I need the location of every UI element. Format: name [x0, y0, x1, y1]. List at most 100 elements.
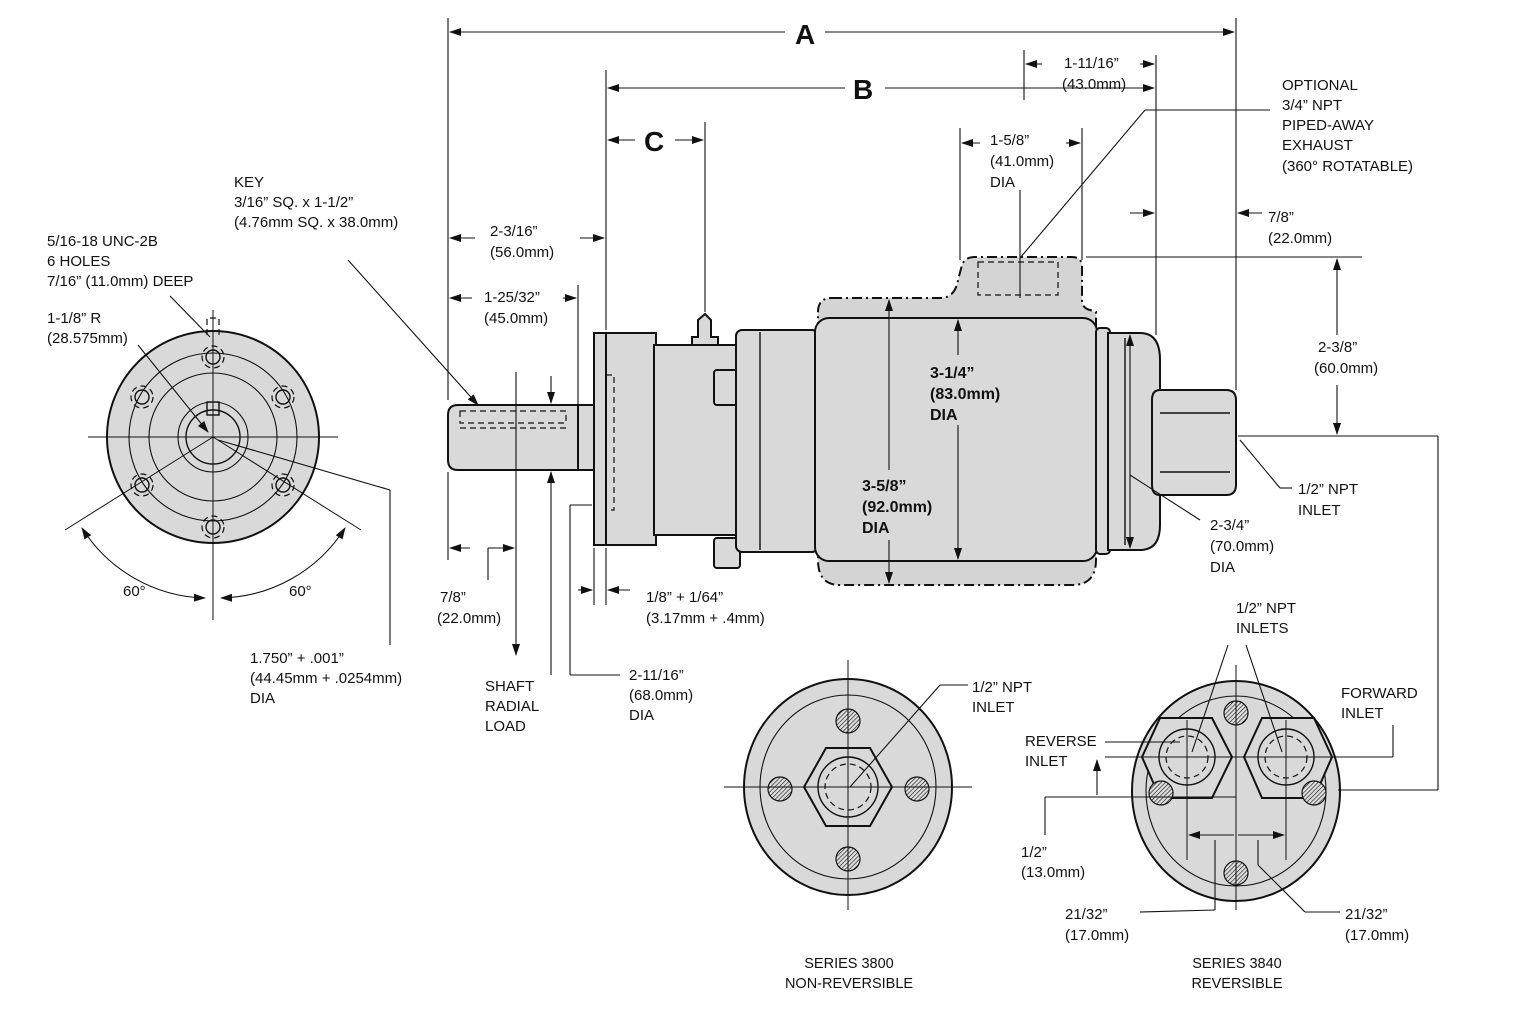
svg-text:2-11/16”: 2-11/16” [629, 667, 684, 684]
svg-text:SERIES 3840: SERIES 3840 [1192, 956, 1281, 972]
svg-text:3-5/8”: 3-5/8” [862, 478, 906, 495]
motor-body [814, 317, 1098, 562]
svg-text:INLET: INLET [1341, 705, 1384, 722]
exhaust-dia-callout: 1-5/8” (41.0mm) DIA [990, 132, 1054, 191]
svg-text:1/2” NPT: 1/2” NPT [1236, 600, 1296, 617]
shaft-key [459, 410, 567, 424]
svg-text:(13.0mm): (13.0mm) [1021, 864, 1085, 881]
series-3840-caption: SERIES 3840 REVERSIBLE [1191, 956, 1282, 992]
svg-text:DIA: DIA [250, 690, 275, 707]
grease-fitting [691, 312, 719, 346]
svg-text:DIA: DIA [1210, 559, 1235, 576]
svg-text:1-25/32”: 1-25/32” [484, 289, 540, 306]
svg-text:DIA: DIA [930, 407, 958, 424]
svg-text:(60.0mm): (60.0mm) [1314, 360, 1378, 377]
svg-text:1-1/8” R: 1-1/8” R [47, 310, 101, 327]
svg-text:1/2” NPT: 1/2” NPT [972, 679, 1032, 696]
svg-text:(70.0mm): (70.0mm) [1210, 538, 1274, 555]
output-shaft [447, 404, 579, 471]
svg-text:2-3/8”: 2-3/8” [1318, 339, 1357, 356]
dim-7-8-shaft: 7/8” (22.0mm) [437, 589, 501, 627]
body-dia-3-1-4: 3-1/4” (83.0mm) DIA [930, 365, 1000, 424]
dim-1-25-32: 1-25/32” (45.0mm) [484, 289, 548, 327]
series-3840-view [1105, 665, 1360, 910]
svg-text:(41.0mm): (41.0mm) [990, 153, 1054, 170]
svg-text:(4.76mm SQ. x 38.0mm): (4.76mm SQ. x 38.0mm) [234, 214, 398, 231]
svg-text:INLET: INLET [972, 699, 1015, 716]
inlet-offset-callout: 1/2” (13.0mm) [1021, 844, 1085, 881]
dim-A-label: A [795, 19, 815, 50]
svg-text:3/16” SQ. x 1-1/2”: 3/16” SQ. x 1-1/2” [234, 194, 353, 211]
shaft-radial-load-callout: SHAFT RADIAL LOAD [485, 678, 539, 735]
svg-text:21/32”: 21/32” [1065, 906, 1108, 923]
svg-text:3-1/4”: 3-1/4” [930, 365, 974, 382]
svg-text:5/16-18 UNC-2B: 5/16-18 UNC-2B [47, 233, 158, 250]
flange-end-view [64, 310, 362, 620]
svg-text:2-3/16”: 2-3/16” [490, 223, 538, 240]
svg-text:(22.0mm): (22.0mm) [437, 610, 501, 627]
svg-text:INLET: INLET [1298, 502, 1341, 519]
optional-exhaust-callout: OPTIONAL 3/4” NPT PIPED-AWAY EXHAUST (36… [1282, 77, 1413, 175]
svg-text:(44.45mm + .0254mm): (44.45mm + .0254mm) [250, 670, 402, 687]
labels: A B C KEY 3/16” SQ. x 1-1/2” (4.76mm SQ.… [47, 19, 1418, 992]
tapped-holes-callout: 5/16-18 UNC-2B 6 HOLES 7/16” (11.0mm) DE… [47, 233, 193, 290]
housing-collar [735, 329, 819, 553]
svg-text:REVERSIBLE: REVERSIBLE [1191, 976, 1282, 992]
svg-text:EXHAUST: EXHAUST [1282, 137, 1353, 154]
inlet-fitting [1151, 389, 1237, 496]
svg-text:DIA: DIA [862, 520, 890, 537]
svg-text:(360° ROTATABLE): (360° ROTATABLE) [1282, 158, 1413, 175]
inlet-spacing-left-callout: 21/32” (17.0mm) [1065, 906, 1129, 944]
svg-text:21/32”: 21/32” [1345, 906, 1388, 923]
shaft-dia-callout: 1.750” + .001” (44.45mm + .0254mm) DIA [250, 650, 402, 707]
svg-text:(43.0mm): (43.0mm) [1062, 76, 1126, 93]
svg-text:SHAFT: SHAFT [485, 678, 534, 695]
body-dia-3-5-8: 3-5/8” (92.0mm) DIA [862, 478, 932, 537]
svg-text:(56.0mm): (56.0mm) [490, 244, 554, 261]
svg-text:SERIES 3800: SERIES 3800 [804, 956, 893, 972]
svg-text:PIPED-AWAY: PIPED-AWAY [1282, 117, 1374, 134]
inlet-3800-callout: 1/2” NPT INLET [972, 679, 1032, 716]
key-callout: KEY 3/16” SQ. x 1-1/2” (4.76mm SQ. x 38.… [234, 174, 398, 231]
svg-text:1/2”: 1/2” [1021, 844, 1047, 861]
svg-text:NON-REVERSIBLE: NON-REVERSIBLE [785, 976, 913, 992]
svg-text:LOAD: LOAD [485, 718, 526, 735]
svg-text:1-11/16”: 1-11/16” [1064, 55, 1119, 72]
svg-text:7/16” (11.0mm) DEEP: 7/16” (11.0mm) DEEP [47, 273, 193, 290]
svg-text:(68.0mm): (68.0mm) [629, 687, 693, 704]
dimension-lines [137, 18, 1439, 913]
svg-text:KEY: KEY [234, 174, 264, 191]
end-cap-dia-callout: 2-3/4” (70.0mm) DIA [1210, 517, 1274, 576]
svg-text:DIA: DIA [629, 707, 654, 724]
svg-text:(28.575mm): (28.575mm) [47, 330, 128, 347]
inlet-npt-callout: 1/2” NPT INLET [1298, 481, 1358, 519]
svg-text:1.750” + .001”: 1.750” + .001” [250, 650, 344, 667]
dim-C-label: C [644, 126, 664, 157]
series-3800-view [724, 660, 972, 910]
angle-left-label: 60° [123, 583, 146, 600]
dim-7-8-inlet: 7/8” (22.0mm) [1268, 209, 1332, 247]
svg-text:INLETS: INLETS [1236, 620, 1289, 637]
svg-text:(92.0mm): (92.0mm) [862, 499, 932, 516]
svg-text:6 HOLES: 6 HOLES [47, 253, 110, 270]
flange-thickness-callout: 1/8” + 1/64” (3.17mm + .4mm) [646, 589, 765, 627]
svg-text:INLET: INLET [1025, 753, 1068, 770]
svg-text:RADIAL: RADIAL [485, 698, 539, 715]
svg-text:FORWARD: FORWARD [1341, 685, 1418, 702]
reverse-inlet-callout: REVERSE INLET [1025, 733, 1097, 770]
svg-text:(3.17mm + .4mm): (3.17mm + .4mm) [646, 610, 765, 627]
svg-text:3/4” NPT: 3/4” NPT [1282, 97, 1342, 114]
dim-1-11-16: 1-11/16” (43.0mm) [1062, 55, 1126, 93]
svg-text:2-3/4”: 2-3/4” [1210, 517, 1249, 534]
dim-2-3-16: 2-3/16” (56.0mm) [490, 223, 554, 261]
inlets-3840-callout: 1/2” NPT INLETS [1236, 600, 1296, 637]
svg-text:OPTIONAL: OPTIONAL [1282, 77, 1358, 94]
series-3800-caption: SERIES 3800 NON-REVERSIBLE [785, 956, 913, 992]
svg-text:1-5/8”: 1-5/8” [990, 132, 1029, 149]
pilot-dia-callout: 2-11/16” (68.0mm) DIA [629, 667, 693, 724]
forward-inlet-callout: FORWARD INLET [1341, 685, 1418, 722]
inlet-spacing-right-callout: 21/32” (17.0mm) [1345, 906, 1409, 944]
svg-text:REVERSE: REVERSE [1025, 733, 1097, 750]
end-cap [1107, 332, 1161, 551]
